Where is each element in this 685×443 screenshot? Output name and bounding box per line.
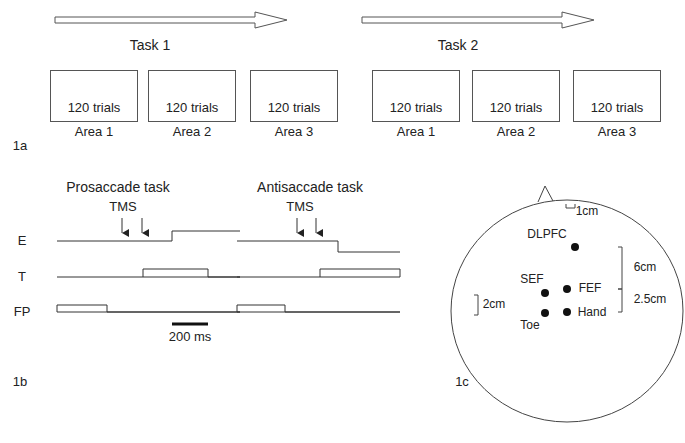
stimulation-site [571,243,579,251]
task-name: Task 2 [438,38,478,53]
signal-name: T [18,270,26,284]
panel-letter: 1a [13,139,27,153]
stimulation-site [541,289,549,297]
nose [538,186,553,202]
dimension: 1cm [576,205,599,218]
task-name: Antisaccade task [257,180,363,195]
tms-arrow [297,218,298,233]
site-name: SEF [520,273,543,286]
panel-letter: 1c [455,375,469,389]
tms-arrow [316,218,317,233]
task-arrow [362,12,594,28]
trial-block-box: 120 trialsArea 2 [472,70,560,122]
tms-arrow [142,218,143,233]
head-outline [451,200,683,422]
stimulus-label: TMS [286,200,313,214]
trial-count: 120 trials [490,100,543,115]
area-name: Area 1 [75,124,113,139]
fixation-trace [57,305,240,312]
signal-name: FP [14,305,31,319]
area-name: Area 3 [598,124,636,139]
dimension: 6cm [634,261,657,274]
trial-count: 120 trials [68,100,121,115]
site-name: Toe [520,319,539,332]
area-name: Area 2 [173,124,211,139]
eye-trace [237,241,400,252]
panel-letter: 1b [13,375,27,389]
dimension-bracket [618,247,622,289]
stimulation-site [563,308,571,316]
trial-block-box: 120 trialsArea 3 [573,70,661,122]
fixation-trace [237,305,400,312]
site-name: DLPFC [527,228,566,241]
site-name: FEF [579,282,602,295]
eye-trace [57,231,240,241]
site-name: Hand [578,306,607,319]
task-arrow [55,12,287,28]
stimulation-site [563,285,571,293]
target-trace [57,269,240,277]
task-name: Task 1 [130,38,170,53]
trial-count: 120 trials [166,100,219,115]
trial-count: 120 trials [390,100,443,115]
dimension-bracket [474,295,478,315]
trial-block-box: 120 trialsArea 2 [148,70,236,122]
tms-arrow [122,218,123,233]
dimension-bracket [566,204,575,208]
trial-block-box: 120 trialsArea 1 [50,70,138,122]
task-name: Prosaccade task [66,180,170,195]
stimulation-site [541,309,549,317]
trial-count: 120 trials [591,100,644,115]
dimension-bracket [618,289,622,312]
area-name: Area 2 [497,124,535,139]
trial-block-box: 120 trialsArea 3 [250,70,338,122]
dimension: 2.5cm [634,293,667,306]
area-name: Area 3 [275,124,313,139]
area-name: Area 1 [397,124,435,139]
stimulus-label: TMS [109,200,136,214]
trial-block-box: 120 trialsArea 1 [372,70,460,122]
target-trace [237,269,400,277]
signal-name: E [18,234,27,248]
trial-count: 120 trials [268,100,321,115]
scale-label: 200 ms [169,330,212,344]
scale-bar [172,323,208,326]
dimension: 2cm [483,298,506,311]
